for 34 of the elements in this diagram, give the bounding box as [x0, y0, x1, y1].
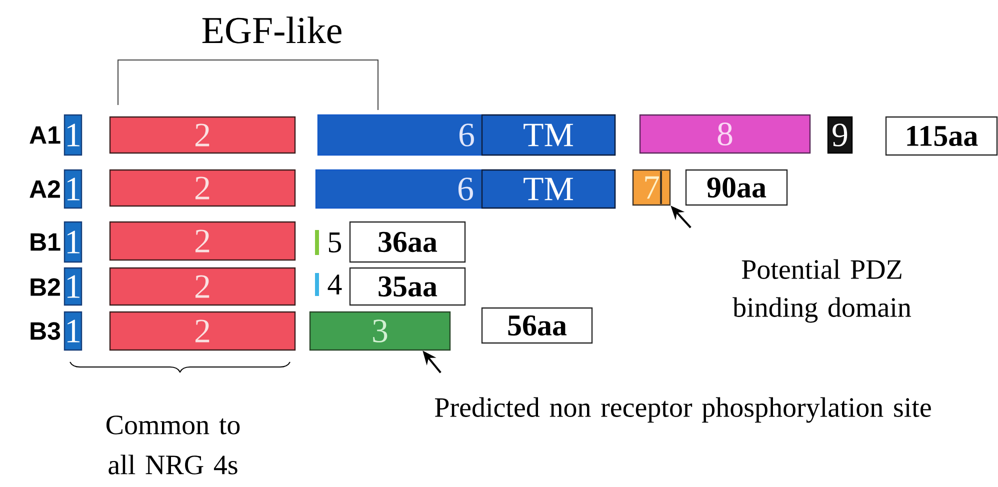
exon-box: 2 — [109, 116, 296, 154]
exon-box: 1 — [64, 114, 82, 156]
exon-box: 2 — [109, 267, 296, 306]
exon-box: 1 — [64, 267, 82, 306]
exon-box: 2 — [109, 169, 296, 207]
isoform-label: A1 — [30, 126, 60, 144]
exon-bar — [315, 230, 319, 255]
exon-box: 8 — [639, 114, 811, 154]
exon-box: 3 — [309, 311, 451, 351]
exon-box: 2 — [109, 221, 296, 261]
isoform-label: B2 — [30, 278, 60, 296]
tail-length-box: 90aa — [685, 169, 788, 206]
exon-box: 1 — [64, 311, 82, 351]
isoform-label: A2 — [30, 180, 60, 198]
exon-number: 4 — [328, 274, 342, 294]
transmembrane-box: TM — [481, 169, 616, 209]
annotation-text: Common to all NRG 4s — [106, 416, 240, 474]
exon-box: 1 — [64, 221, 82, 263]
isoform-label: B1 — [30, 233, 60, 251]
exon-number: 5 — [328, 232, 342, 252]
tail-length-box: 115aa — [885, 116, 998, 156]
annotation-text: Predicted non receptor phosphorylation site — [434, 397, 931, 423]
isoform-label: B3 — [30, 322, 60, 340]
exon-box: 7 — [632, 169, 671, 206]
exon-bar — [315, 273, 319, 296]
tail-length-box: 36aa — [349, 221, 466, 263]
annotation-text: Potential PDZ binding domain — [732, 259, 912, 323]
exon-box: 9 — [827, 116, 853, 154]
tail-length-box: 35aa — [349, 267, 466, 306]
tail-length-box: 56aa — [481, 307, 593, 344]
exon-box: 1 — [64, 169, 82, 209]
exon-box: 2 — [109, 311, 296, 351]
region-label: EGF-like — [202, 16, 342, 44]
transmembrane-box: TM — [481, 114, 616, 156]
